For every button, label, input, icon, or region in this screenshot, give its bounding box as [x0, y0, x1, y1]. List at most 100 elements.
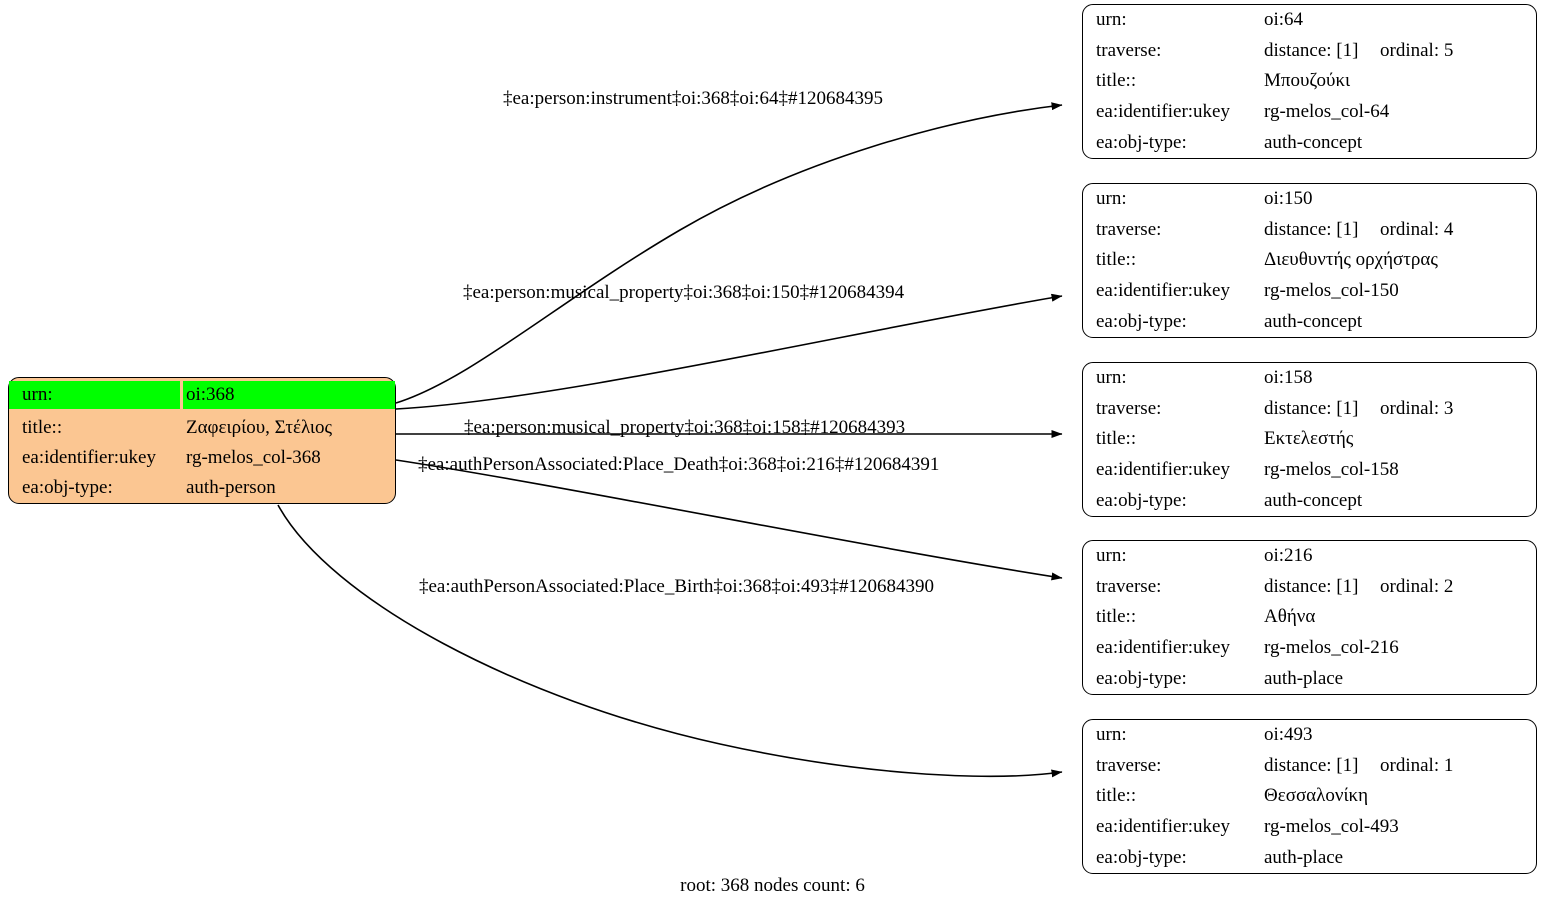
traverse-ordinal: ordinal: 1 [1380, 754, 1454, 776]
node-row-traverse: traverse: distance: [1] ordinal: 1 [1083, 751, 1536, 782]
traverse-key: traverse: [1096, 754, 1162, 776]
objtype-value: auth-place [1264, 846, 1344, 868]
node-row-ukey: ea:identifier:ukey rg-melos_col-216 [1083, 633, 1536, 664]
objtype-value: auth-place [1264, 667, 1344, 689]
root-title-value: Ζαφειρίου, Στέλιος [186, 416, 333, 438]
root-row-title: title:: Ζαφειρίου, Στέλιος [9, 412, 395, 442]
urn-key: urn: [1096, 9, 1127, 31]
traverse-key: traverse: [1096, 397, 1162, 419]
node-row-urn: urn: oi:158 [1083, 363, 1536, 394]
edge-path-musical-property-150 [395, 293, 1063, 410]
node-row-title: title:: Θεσσαλονίκη [1083, 781, 1536, 812]
node-row-objtype: ea:obj-type: auth-concept [1083, 485, 1536, 516]
node-row-title: title:: Εκτελεστής [1083, 424, 1536, 455]
ukey-key: ea:identifier:ukey [1096, 100, 1230, 122]
node-row-title: title:: Μπουζούκι [1083, 66, 1536, 97]
title-key: title:: [1096, 606, 1137, 628]
objtype-key: ea:obj-type: [1096, 131, 1187, 153]
edge-label-place-birth: ‡ea:authPersonAssociated:Place_Birth‡oi:… [419, 576, 935, 597]
traverse-ordinal: ordinal: 2 [1380, 575, 1454, 597]
edge-label-instrument: ‡ea:person:instrument‡oi:368‡oi:64‡#1206… [503, 88, 883, 109]
node-row-title: title:: Αθήνα [1083, 602, 1536, 633]
traverse-key: traverse: [1096, 575, 1162, 597]
root-urn-value: oi:368 [183, 381, 395, 410]
node-row-objtype: ea:obj-type: auth-place [1083, 663, 1536, 694]
urn-value: oi:150 [1264, 188, 1313, 210]
node-row-urn: urn: oi:150 [1083, 184, 1536, 215]
ukey-key: ea:identifier:ukey [1096, 815, 1230, 837]
node-row-urn: urn: oi:64 [1083, 5, 1536, 36]
ukey-value: rg-melos_col-158 [1264, 458, 1399, 480]
traverse-distance: distance: [1] [1264, 39, 1359, 61]
node-row-title: title:: Διευθυντής ορχήστρας [1083, 245, 1536, 276]
node-oi-64[interactable]: urn: oi:64 traverse: distance: [1] ordina… [1082, 4, 1537, 159]
node-oi-158[interactable]: urn: oi:158 traverse: distance: [1] ordin… [1082, 362, 1537, 517]
node-row-traverse: traverse: distance: [1] ordinal: 3 [1083, 394, 1536, 425]
urn-value: oi:216 [1264, 545, 1313, 567]
node-oi-493[interactable]: urn: oi:493 traverse: distance: [1] ordin… [1082, 719, 1537, 874]
urn-key: urn: [1096, 545, 1127, 567]
node-row-objtype: ea:obj-type: auth-concept [1083, 127, 1536, 158]
node-row-ukey: ea:identifier:ukey rg-melos_col-150 [1083, 276, 1536, 307]
traverse-distance: distance: [1] [1264, 575, 1359, 597]
node-row-ukey: ea:identifier:ukey rg-melos_col-493 [1083, 812, 1536, 843]
title-value: Διευθυντής ορχήστρας [1264, 249, 1438, 271]
edge-path-place-death [395, 459, 1063, 581]
node-row-urn: urn: oi:216 [1083, 541, 1536, 572]
node-row-ukey: ea:identifier:ukey rg-melos_col-64 [1083, 97, 1536, 128]
ukey-value: rg-melos_col-493 [1264, 815, 1399, 837]
traverse-distance: distance: [1] [1264, 754, 1359, 776]
root-node-oi-368[interactable]: urn: oi:368 title:: Ζαφειρίου, Στέλιος e… [8, 377, 396, 504]
node-row-objtype: ea:obj-type: auth-place [1083, 842, 1536, 873]
ukey-key: ea:identifier:ukey [1096, 279, 1230, 301]
urn-value: oi:158 [1264, 367, 1313, 389]
objtype-key: ea:obj-type: [1096, 310, 1187, 332]
root-row-ukey: ea:identifier:ukey rg-melos_col-368 [9, 443, 395, 473]
title-key: title:: [1096, 428, 1137, 450]
ukey-value: rg-melos_col-150 [1264, 279, 1399, 301]
title-value: Θεσσαλονίκη [1264, 785, 1369, 807]
urn-key: urn: [1096, 188, 1127, 210]
traverse-ordinal: ordinal: 4 [1380, 218, 1454, 240]
graph-caption: root: 368 nodes count: 6 [680, 875, 865, 896]
root-urn-key: urn: [9, 381, 180, 410]
edge-label-place-death: ‡ea:authPersonAssociated:Place_Death‡oi:… [418, 454, 940, 475]
root-row-urn: urn: oi:368 [9, 378, 395, 412]
root-ukey-key: ea:identifier:ukey [22, 446, 156, 468]
objtype-key: ea:obj-type: [1096, 667, 1187, 689]
node-oi-216[interactable]: urn: oi:216 traverse: distance: [1] ordin… [1082, 540, 1537, 695]
traverse-ordinal: ordinal: 5 [1380, 39, 1454, 61]
title-value: Αθήνα [1264, 606, 1316, 628]
title-key: title:: [1096, 70, 1137, 92]
node-row-traverse: traverse: distance: [1] ordinal: 4 [1083, 215, 1536, 246]
title-value: Μπουζούκι [1264, 70, 1351, 92]
node-row-ukey: ea:identifier:ukey rg-melos_col-158 [1083, 455, 1536, 486]
objtype-value: auth-concept [1264, 310, 1363, 332]
traverse-distance: distance: [1] [1264, 218, 1359, 240]
ukey-key: ea:identifier:ukey [1096, 458, 1230, 480]
title-key: title:: [1096, 249, 1137, 271]
objtype-key: ea:obj-type: [1096, 489, 1187, 511]
edge-label-musical-property-158: ‡ea:person:musical_property‡oi:368‡oi:15… [464, 417, 906, 438]
ukey-value: rg-melos_col-216 [1264, 636, 1399, 658]
edge-path-instrument [395, 102, 1063, 404]
edge-label-musical-property-150: ‡ea:person:musical_property‡oi:368‡oi:15… [463, 282, 905, 303]
urn-value: oi:64 [1264, 9, 1304, 31]
objtype-key: ea:obj-type: [1096, 846, 1187, 868]
traverse-key: traverse: [1096, 218, 1162, 240]
edge-path-place-birth [277, 504, 1063, 778]
traverse-distance: distance: [1] [1264, 397, 1359, 419]
traverse-ordinal: ordinal: 3 [1380, 397, 1454, 419]
objtype-value: auth-concept [1264, 489, 1363, 511]
traverse-key: traverse: [1096, 39, 1162, 61]
urn-key: urn: [1096, 724, 1127, 746]
ukey-value: rg-melos_col-64 [1264, 100, 1390, 122]
root-title-key: title:: [22, 416, 63, 438]
title-key: title:: [1096, 785, 1137, 807]
title-value: Εκτελεστής [1264, 428, 1354, 450]
node-oi-150[interactable]: urn: oi:150 traverse: distance: [1] ordin… [1082, 183, 1537, 338]
node-row-traverse: traverse: distance: [1] ordinal: 2 [1083, 572, 1536, 603]
node-row-urn: urn: oi:493 [1083, 720, 1536, 751]
objtype-value: auth-concept [1264, 131, 1363, 153]
